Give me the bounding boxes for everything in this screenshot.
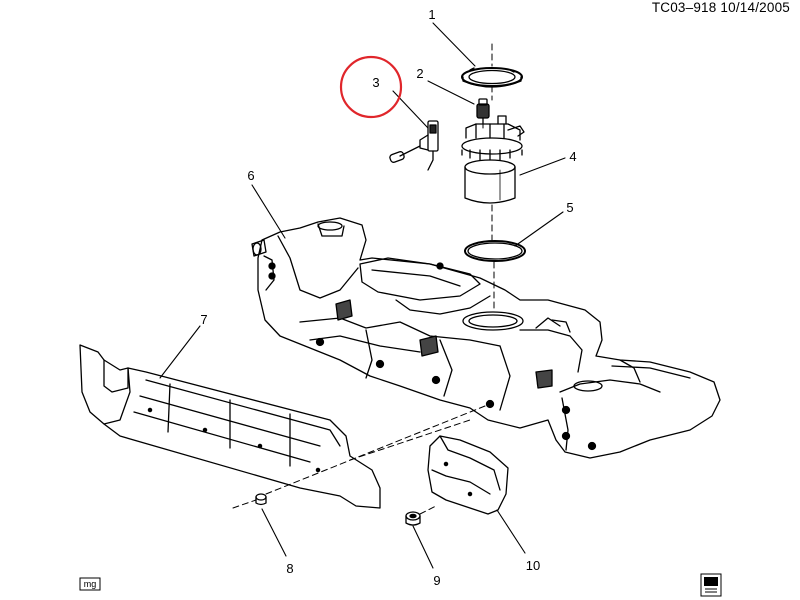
part-9-nut xyxy=(405,511,421,526)
part-8-nut xyxy=(255,493,267,506)
part-2-connector xyxy=(476,98,490,125)
callout-9: 9 xyxy=(433,573,440,588)
callout-3: 3 xyxy=(372,75,379,90)
part-4-fuel-pump-module xyxy=(461,115,525,204)
callout-1: 1 xyxy=(428,7,435,22)
leader-lines xyxy=(159,22,566,569)
part-5-seal xyxy=(464,240,526,262)
footer-left-badge: mg xyxy=(79,577,101,591)
footer-right-logo xyxy=(700,573,722,597)
callout-8: 8 xyxy=(286,561,293,576)
part-3-fuel-level-sender xyxy=(389,120,439,171)
highlight-circle xyxy=(339,55,403,119)
badge-mg: mg xyxy=(84,579,97,589)
callout-5: 5 xyxy=(566,200,573,215)
callout-2: 2 xyxy=(416,66,423,81)
part-10-heat-shield xyxy=(427,435,509,515)
callout-6: 6 xyxy=(247,168,254,183)
diagram-date: 10/14/2005 xyxy=(720,0,790,15)
callout-4: 4 xyxy=(569,149,576,164)
part-6-fuel-tank xyxy=(251,217,721,459)
part-7-shield xyxy=(79,344,381,509)
callout-labels: 1 2 3 4 5 6 7 8 9 10 xyxy=(200,7,576,588)
part-1-lock-ring xyxy=(461,67,523,88)
diagram-reference: TC03–918 10/14/2005 xyxy=(560,0,790,15)
alignment-lines xyxy=(232,43,495,515)
callout-10: 10 xyxy=(526,558,540,573)
diagram-id-code: TC03–918 xyxy=(651,0,717,15)
callout-7: 7 xyxy=(200,312,207,327)
